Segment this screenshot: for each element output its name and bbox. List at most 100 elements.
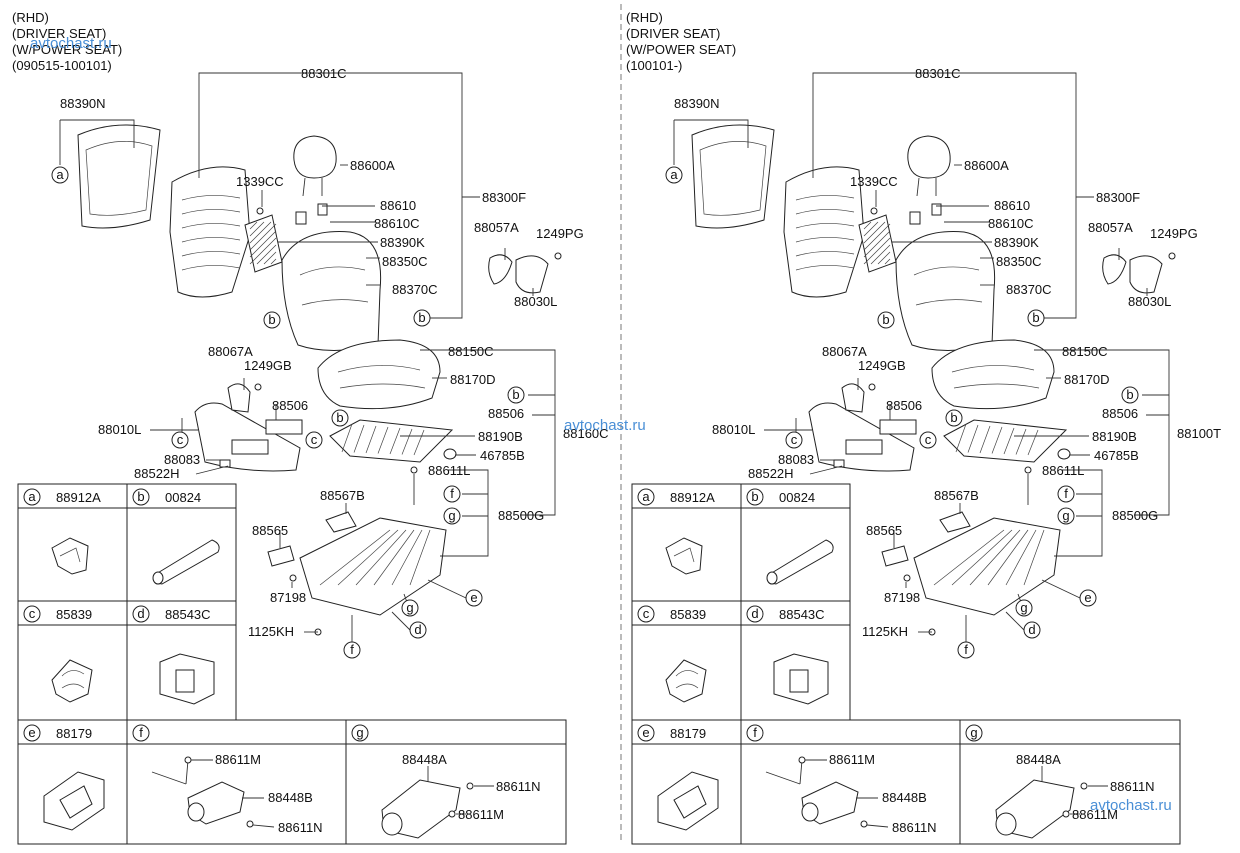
- callout-g-right-letter: g: [448, 508, 455, 523]
- callout-b-cushion-letter: b: [336, 410, 343, 425]
- label-88370c: 88370C: [1006, 282, 1052, 297]
- legend-part-a: 88912A: [670, 490, 715, 505]
- callout-a: [51, 166, 69, 184]
- legend-letter-c-text: c: [29, 606, 36, 621]
- callout-b-right-letter: b: [1126, 387, 1133, 402]
- screw-1249gb: [254, 383, 262, 391]
- label-87198: 87198: [270, 590, 306, 605]
- label-88610c: 88610C: [374, 216, 420, 231]
- legend-letter-c: [23, 605, 41, 623]
- legend-part-b: 00824: [165, 490, 201, 505]
- callout-b-cushion: [331, 409, 349, 427]
- legend-letter-a-text: a: [28, 489, 36, 504]
- label-88522h: 88522H: [748, 466, 794, 481]
- recliner-cover-88057a: [488, 254, 513, 285]
- callout-88611n-f: 88611N: [278, 820, 323, 835]
- screw-1249pg: [1168, 252, 1176, 260]
- cover-88067a: [227, 383, 251, 413]
- cushion-pan-88190b: [329, 419, 454, 463]
- callout-b-cushion: [945, 409, 963, 427]
- knob-88083: [219, 459, 231, 468]
- callout-88448a: 88448A: [402, 752, 447, 767]
- label-88301c: 88301C: [915, 66, 961, 81]
- watermark-1: avtochast.ru: [30, 35, 112, 52]
- label-88565: 88565: [866, 523, 902, 538]
- bracket-88567b: [325, 511, 357, 533]
- legend-grid-bottom: [631, 719, 1181, 845]
- callout-c-shield: [785, 431, 803, 449]
- callout-f-right-letter: f: [450, 486, 454, 501]
- motor-88448a: [995, 766, 1108, 839]
- panel-2: (RHD)(DRIVER SEAT)(W/POWER SEAT)(100101-…: [626, 10, 1221, 845]
- callout-f-track: [957, 641, 975, 659]
- callout-b-right: [507, 386, 525, 404]
- label-88170d: 88170D: [450, 372, 496, 387]
- callout-b-back-2: [413, 309, 431, 327]
- cushion-cover-88150c: [317, 339, 441, 410]
- label-88506: 88506: [488, 406, 524, 421]
- legend-letter-e: [23, 724, 41, 742]
- label-88370c: 88370C: [392, 282, 438, 297]
- callout-88611n-g: 88611N: [1110, 779, 1155, 794]
- recliner-cover-88030l: [1129, 255, 1163, 294]
- label-87198: 87198: [884, 590, 920, 605]
- label-88067a: 88067A: [822, 344, 867, 359]
- bolt-87198: [289, 574, 297, 582]
- callout-e: [465, 589, 483, 607]
- label-88160c: 88160C: [563, 426, 609, 441]
- bracket-88567b: [939, 511, 971, 533]
- callout-e-letter: e: [470, 590, 477, 605]
- panel-header-line-2: (DRIVER SEAT): [626, 26, 720, 41]
- bolt-1339cc: [256, 207, 264, 215]
- bolt-1339cc: [870, 207, 878, 215]
- seatback-shell-88390n: [691, 124, 775, 229]
- guide-88610: [909, 211, 921, 225]
- label-88567b: 88567B: [320, 488, 365, 503]
- cushion-pan-88190b: [943, 419, 1068, 463]
- label-88067a: 88067A: [208, 344, 253, 359]
- panel-header-line-1: (RHD): [626, 10, 663, 25]
- callout-g-right-letter: g: [1062, 508, 1069, 523]
- bolt-88611l: [1024, 466, 1032, 474]
- screw-1249gb: [868, 383, 876, 391]
- legend-letter-a: [23, 488, 41, 506]
- side-shield-88010l: [194, 402, 301, 472]
- callout-g-right: [443, 507, 461, 525]
- seatback-cover-88370c: [281, 231, 382, 351]
- callout-g-track: [401, 599, 419, 617]
- cushion-cover-88150c: [931, 339, 1055, 410]
- legend-letter-d-text: d: [137, 606, 144, 621]
- legend-letter-a: [637, 488, 655, 506]
- callout-a: [665, 166, 683, 184]
- label-88057a: 88057A: [1088, 220, 1133, 235]
- label-1249pg: 1249PG: [536, 226, 584, 241]
- tube-00824: [153, 539, 220, 585]
- headrest-88600a: [907, 135, 951, 179]
- legend-letter-b-text: b: [751, 489, 758, 504]
- legend-letter-e: [637, 724, 655, 742]
- legend-letter-c: [637, 605, 655, 623]
- callout-88611m-f: 88611M: [215, 752, 261, 767]
- callout-g-track-letter: g: [406, 600, 413, 615]
- panel-1: (RHD)(DRIVER SEAT)(W/POWER SEAT)(090515-…: [12, 10, 609, 845]
- callout-c-pan-letter: c: [311, 432, 318, 447]
- panel-header-line-3: (W/POWER SEAT): [626, 42, 736, 57]
- callout-88448a: 88448A: [1016, 752, 1061, 767]
- legend-letter-b: [132, 488, 150, 506]
- label-88390k: 88390K: [380, 235, 425, 250]
- callout-a-letter: a: [56, 167, 64, 182]
- switch-88506: [265, 419, 303, 435]
- label-88300f: 88300F: [1096, 190, 1140, 205]
- callout-b-cushion-letter: b: [950, 410, 957, 425]
- callout-g-right: [1057, 507, 1075, 525]
- label-88170d: 88170D: [1064, 372, 1110, 387]
- callout-88448b: 88448B: [268, 790, 313, 805]
- legend-letter-e-text: e: [642, 725, 649, 740]
- legend-letter-g: [351, 724, 369, 742]
- seatback-frame-88301c: [783, 166, 865, 298]
- screw-1249pg: [554, 252, 562, 260]
- callout-c-shield-letter: c: [177, 432, 184, 447]
